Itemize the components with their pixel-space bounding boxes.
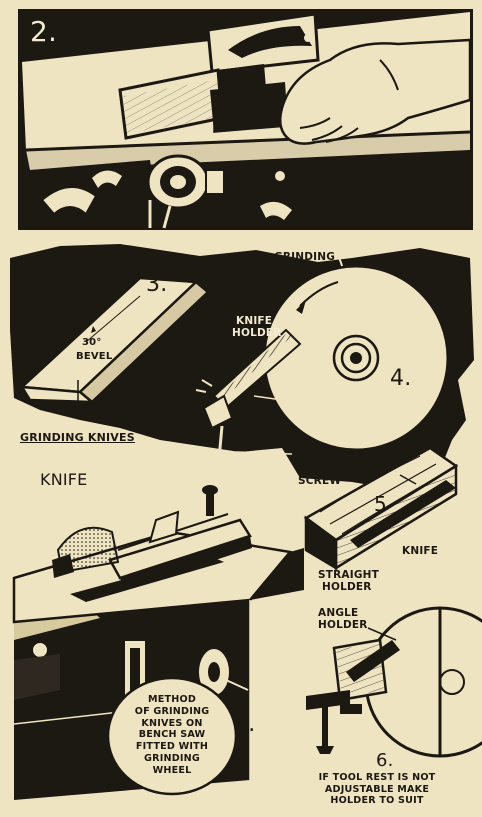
figure-2-jointer bbox=[18, 9, 473, 230]
grinding-wheel-fig6 bbox=[438, 606, 482, 758]
label-angle-holder-line1: ANGLE bbox=[318, 607, 359, 619]
figure-2-number: 2. bbox=[30, 15, 58, 48]
tool-rest-caption-line: HOLDER TO SUIT bbox=[330, 795, 424, 807]
label-knife-fig5: KNIFE bbox=[402, 545, 439, 557]
figure-3-knife-bevel bbox=[19, 276, 210, 410]
figure-7-bench-saw bbox=[12, 485, 304, 800]
figure-5-straight-holder bbox=[303, 446, 459, 571]
figure-7-number: 7. bbox=[234, 712, 256, 737]
method-caption-line: BENCH SAW bbox=[138, 729, 206, 741]
figure-4-wheel-grinding bbox=[195, 253, 450, 471]
label-knife-holder-line1: KNIFE bbox=[236, 315, 273, 327]
method-caption-line: KNIVES ON bbox=[141, 717, 203, 729]
method-caption-bubble bbox=[106, 676, 238, 796]
adjust-knob-lower bbox=[260, 201, 292, 220]
tool-rest bbox=[306, 690, 350, 710]
clamp-screw bbox=[216, 425, 224, 471]
figure-6-number: 6. bbox=[376, 750, 394, 771]
operator-hand bbox=[279, 38, 472, 145]
label-straight-holder-line1: STRAIGHT bbox=[318, 569, 380, 581]
label-bevel-angle: 30° bbox=[82, 337, 102, 348]
label-screw: SCREW bbox=[298, 475, 342, 487]
section-heading: GRINDING KNIVES bbox=[20, 431, 135, 444]
figure-4-number: 4. bbox=[390, 366, 412, 391]
label-knife-fig3: KNIFE bbox=[30, 265, 68, 278]
grinding-wheel-fig7 bbox=[56, 526, 120, 574]
figure-6-angle-holder bbox=[306, 606, 482, 758]
tool-rest-caption: IF TOOL REST IS NOT ADJUSTABLE MAKE HOLD… bbox=[304, 772, 450, 807]
figure-3-number: 3. bbox=[146, 272, 168, 297]
tool-rest-caption-line: ADJUSTABLE MAKE bbox=[324, 783, 430, 795]
knife-blade-fig6 bbox=[346, 640, 400, 682]
figure-5-number: 5 bbox=[374, 492, 387, 516]
method-caption-line: METHOD bbox=[148, 694, 196, 705]
method-caption: METHOD OF GRINDING KNIVES ON BENCH SAW F… bbox=[116, 694, 228, 777]
method-caption-line: WHEEL bbox=[152, 764, 192, 776]
jointer-table-edge bbox=[26, 132, 470, 170]
label-knife-fig7: KNIFE bbox=[40, 470, 88, 489]
label-angle-holder-line2: HOLDER bbox=[318, 619, 368, 631]
label-bevel: BEVEL bbox=[76, 351, 113, 362]
method-caption-line: FITTED WITH bbox=[135, 741, 209, 753]
adjust-lever-top bbox=[92, 170, 122, 188]
method-caption-line: GRINDING bbox=[144, 752, 200, 764]
tool-rest-caption-line: IF TOOL REST IS NOT bbox=[318, 772, 436, 783]
label-grinding-wheel-line2: WHEEL bbox=[284, 263, 327, 275]
fence-handle bbox=[228, 26, 312, 58]
knife-blade-fig5 bbox=[350, 480, 456, 548]
adjust-lever-left bbox=[40, 185, 98, 216]
label-clamp: CLAMP bbox=[294, 447, 336, 459]
label-grinding-wheel-line1: GRINDING bbox=[274, 251, 336, 263]
label-knife-holder-line2: HOLDER bbox=[232, 327, 282, 339]
label-guide: GUIDE bbox=[150, 401, 188, 413]
label-straight-holder-line2: HOLDER bbox=[322, 581, 372, 593]
method-caption-line: OF GRINDING bbox=[134, 705, 210, 717]
